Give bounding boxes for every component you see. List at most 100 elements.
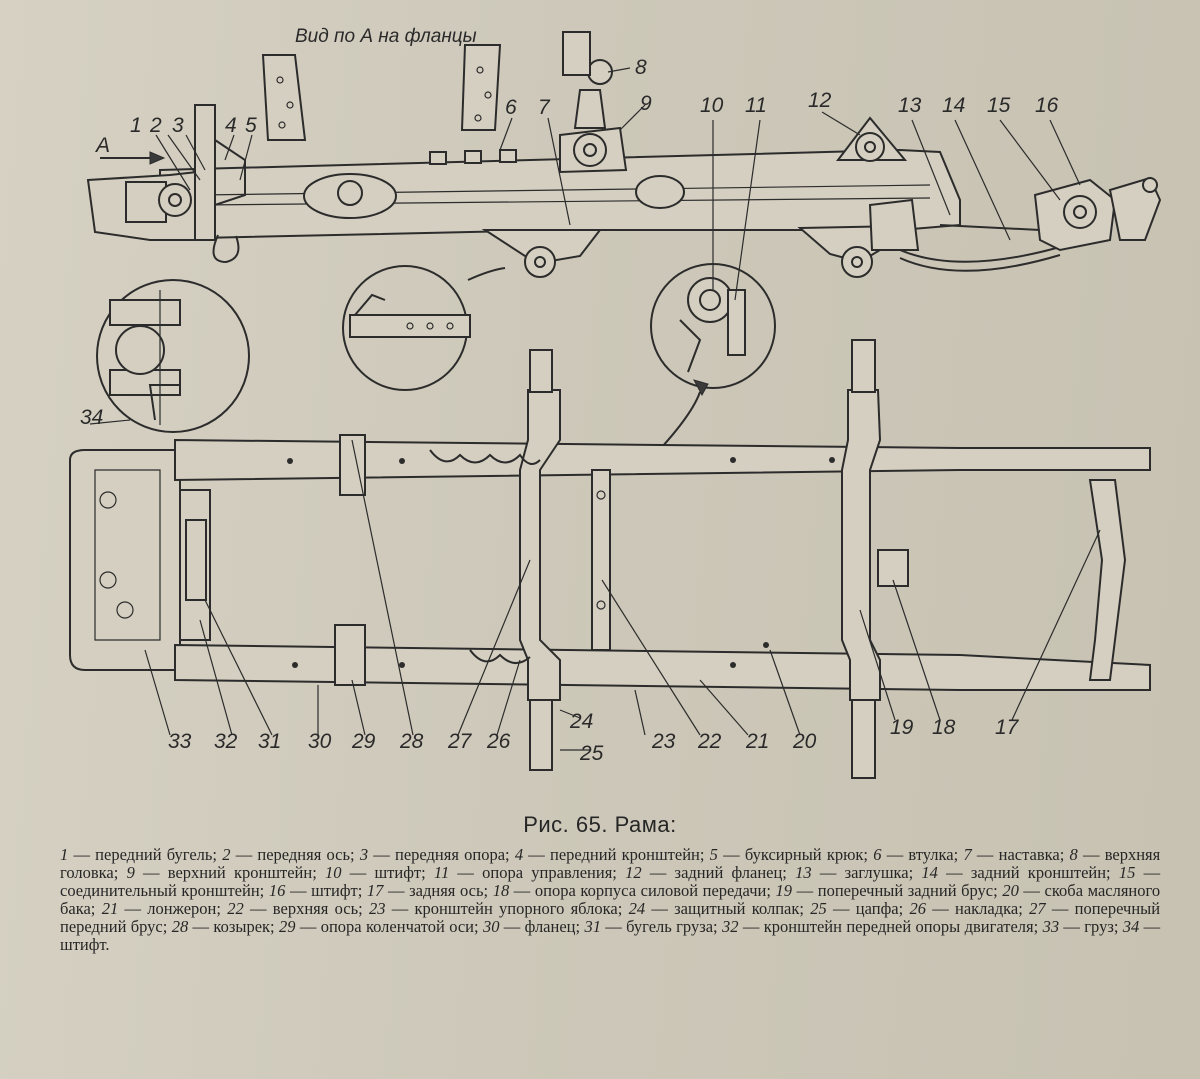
detail-circles	[96, 263, 776, 471]
legend-text: наставка;	[998, 845, 1065, 864]
callout-33: 33	[168, 730, 192, 753]
legend-number: 25	[810, 899, 827, 918]
callout-17: 17	[995, 716, 1020, 739]
legend-number: 31	[584, 917, 601, 936]
legend-item: 15 — соединительный кронштейн;	[60, 863, 1161, 900]
legend-item: 8 — верхняя головка;	[60, 845, 1161, 882]
legend-text: задний фланец;	[674, 863, 787, 882]
legend-text: накладка;	[955, 899, 1023, 918]
legend-number: 24	[628, 899, 646, 918]
legend-number: 11	[433, 863, 450, 882]
legend-item: 10 — штифт;	[325, 863, 426, 882]
legend-item: 14 — задний кронштейн;	[921, 863, 1111, 882]
legend-item: 28 — козырек;	[171, 917, 275, 936]
legend-item: 22 — верхняя ось;	[227, 899, 363, 918]
legend-number: 7	[963, 845, 972, 864]
callout-7: 7	[538, 96, 551, 119]
callout-30: 30	[308, 730, 332, 753]
legend-item: 13 — заглушка;	[795, 863, 914, 882]
callout-5: 5	[245, 114, 257, 137]
legend-item: 7 — наставка;	[963, 845, 1065, 864]
legend-text: защитный колпак;	[674, 899, 804, 918]
legend-item: 32 — кронштейн передней опоры двигателя;	[722, 917, 1039, 936]
figure-caption: Рис. 65. Рама:	[523, 812, 677, 837]
legend-number: 30	[482, 917, 500, 936]
legend-item: 11 — опора управления;	[433, 863, 617, 882]
legend-number: 17	[366, 881, 384, 900]
legend-item: 17 — задняя ось;	[366, 881, 489, 900]
legend-text: козырек;	[213, 917, 275, 936]
legend-item: 23 — кронштейн упорного яблока;	[368, 899, 623, 918]
legend-item: 2 — передняя ось;	[222, 845, 355, 864]
callout-25: 25	[579, 742, 604, 765]
callout-16: 16	[1035, 94, 1059, 117]
callout-19: 19	[890, 716, 914, 739]
legend-item: 12 — задний фланец;	[625, 863, 787, 882]
legend-number: 15	[1118, 863, 1136, 882]
legend-text: буксирный крюк;	[744, 845, 869, 864]
callout-14: 14	[942, 94, 965, 117]
callout-22: 22	[697, 730, 722, 753]
legend-item: 26 — накладка;	[909, 899, 1023, 918]
callout-9: 9	[640, 92, 652, 115]
callout-13: 13	[898, 94, 922, 117]
legend-number: 12	[625, 863, 642, 882]
legend-number: 4	[514, 845, 524, 864]
legend-text: кронштейн упорного яблока;	[414, 899, 623, 918]
legend-item: 25 — цапфа;	[810, 899, 904, 918]
callout-26: 26	[486, 730, 511, 753]
callout-12: 12	[808, 89, 832, 112]
callout-21: 21	[745, 730, 769, 753]
legend-number: 2	[222, 845, 231, 864]
callout-10: 10	[700, 94, 724, 117]
callout-18: 18	[932, 716, 956, 739]
legend-text: штифт;	[311, 881, 363, 900]
legend-text: бугель груза;	[626, 917, 718, 936]
legend-text: кронштейн передней опоры двигателя;	[763, 917, 1039, 936]
legend-text: соединительный кронштейн;	[60, 881, 265, 900]
legend-item: 1 — передний бугель;	[60, 845, 218, 864]
callout-31: 31	[258, 730, 281, 753]
plan-view	[69, 339, 1151, 779]
legend-text: скоба масляного бака;	[60, 881, 1161, 918]
legend-item: 5 — буксирный крюк;	[709, 845, 869, 864]
legend-item: 34 — штифт.	[60, 917, 1161, 954]
legend-number: 26	[909, 899, 926, 918]
callout-27: 27	[447, 730, 473, 753]
legend-item: 33 — груз;	[1042, 917, 1119, 936]
legend-number: 20	[1002, 881, 1019, 900]
legend-text: груз;	[1084, 917, 1119, 936]
callout-20: 20	[792, 730, 817, 753]
legend-text: поперечный задний брус;	[817, 881, 998, 900]
arrow-a-label: А	[94, 134, 110, 157]
legend-text: цапфа;	[855, 899, 904, 918]
legend-text: опора коленчатой оси;	[320, 917, 479, 936]
legend-item: 31 — бугель груза;	[584, 917, 718, 936]
legend-number: 8	[1069, 845, 1078, 864]
legend-number: 21	[101, 899, 119, 918]
legend-item: 3 — передняя опора;	[359, 845, 510, 864]
legend-text: верхняя головка;	[60, 845, 1161, 882]
legend-number: 3	[359, 845, 369, 864]
legend-text: штифт;	[374, 863, 426, 882]
legend-number: 22	[227, 899, 244, 918]
legend-number: 5	[709, 845, 718, 864]
legend-item: 4 — передний кронштейн;	[514, 845, 705, 864]
callout-28: 28	[399, 730, 424, 753]
legend-number: 23	[368, 899, 386, 918]
legend-item: 19 — поперечный задний брус;	[775, 881, 998, 900]
legend-item: 20 — скоба масляного бака;	[60, 881, 1161, 918]
callout-34: 34	[80, 406, 103, 429]
frame-drawing: Вид по А на фланцы А 1 2 3 4 5 6 7 8 9 1…	[69, 26, 1162, 779]
callout-2: 2	[149, 114, 162, 137]
legend-number: 9	[126, 863, 135, 882]
legend-text: втулка;	[908, 845, 959, 864]
view-label: Вид по А на фланцы	[295, 26, 477, 47]
legend-number: 13	[795, 863, 812, 882]
legend-number: 19	[775, 881, 793, 900]
callout-8: 8	[635, 56, 647, 79]
legend-text: верхний кронштейн;	[167, 863, 317, 882]
callout-32: 32	[214, 730, 238, 753]
legend-text: задняя ось;	[409, 881, 489, 900]
